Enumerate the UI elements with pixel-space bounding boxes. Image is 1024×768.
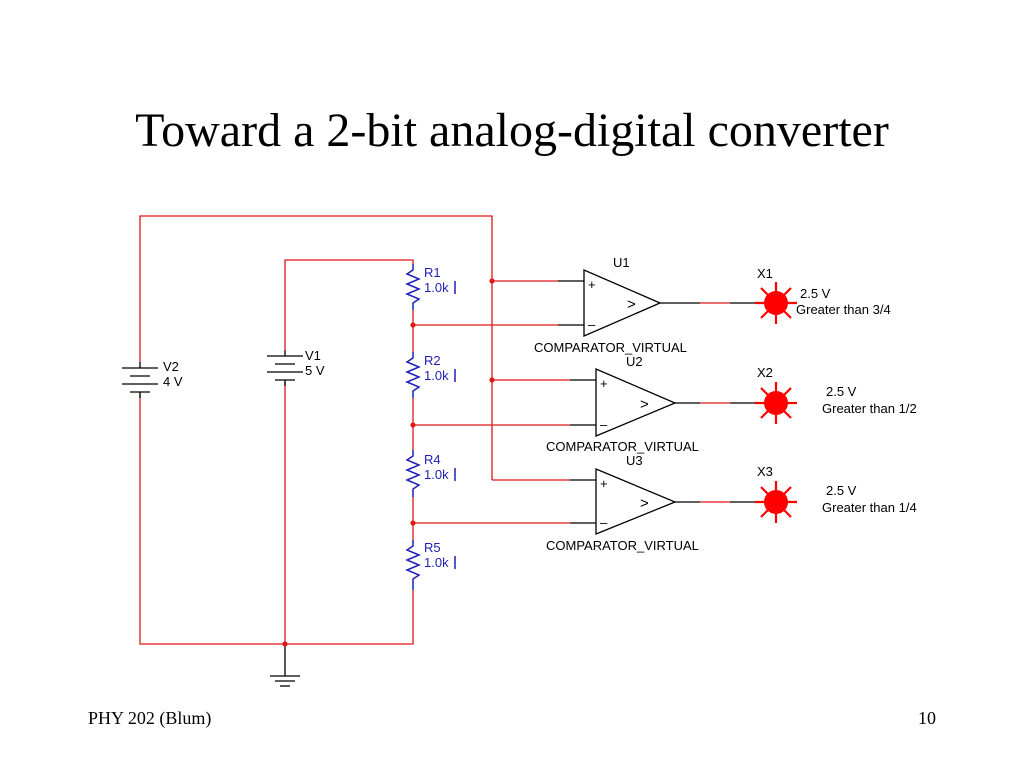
comparator-u3: U3 + – > COMPARATOR_VIRTUAL [546,453,700,553]
u1-id: U1 [613,255,630,270]
u2-symbol: > [640,396,649,413]
lamp-bulb-icon [764,291,788,315]
u1-symbol: > [627,296,636,313]
wire-v2-bottom [139,394,414,645]
footer-page-number: 10 [918,708,936,728]
u2-id: U2 [626,354,643,369]
r2-value: 1.0k [424,368,449,383]
wire-v2-top [139,215,493,480]
r4-id: R4 [424,452,441,467]
v2-id: V2 [163,359,179,374]
u3-minus-sign: – [600,515,608,530]
x2-note: Greater than 1/2 [822,401,917,416]
junction-dot [489,377,495,383]
v1-id: V1 [305,348,321,363]
junction-dot [489,278,495,284]
u1-minus-sign: – [588,317,596,332]
u1-plus-sign: + [588,277,596,292]
r1-value: 1.0k [424,280,449,295]
lamp-x3: X3 2.5 V Greater than 1/4 [730,464,917,523]
x1-id: X1 [757,266,773,281]
battery-v1: V1 5 V [267,348,325,386]
resistor-r4: R4 1.0k [405,450,456,497]
u2-part: COMPARATOR_VIRTUAL [546,439,699,454]
v1-value: 5 V [305,363,325,378]
resistor-r5: R5 1.0k [405,540,456,590]
lamp-x1: X1 2.5 V Greater than 3/4 [730,266,891,324]
v2-value: 4 V [163,374,183,389]
comparator-u2: U2 + – > COMPARATOR_VIRTUAL [546,354,700,454]
junction-dots [282,278,495,647]
resistor-r2: R2 1.0k [405,352,456,398]
x2-voltage: 2.5 V [826,384,857,399]
r5-value: 1.0k [424,555,449,570]
x1-voltage: 2.5 V [800,286,831,301]
u3-plus-sign: + [600,476,608,491]
junction-dot [410,422,416,428]
r4-value: 1.0k [424,467,449,482]
wires [139,215,730,676]
r2-id: R2 [424,353,441,368]
u1-part: COMPARATOR_VIRTUAL [534,340,687,355]
junction-dot [282,641,288,647]
u3-symbol: > [640,495,649,512]
x1-note: Greater than 3/4 [796,302,891,317]
lamp-bulb-icon [764,391,788,415]
u2-plus-sign: + [600,376,608,391]
footer-course: PHY 202 (Blum) [88,708,212,728]
u2-minus-sign: – [600,417,608,432]
lamp-bulb-icon [764,490,788,514]
junction-dot [410,520,416,526]
comparator-u1: U1 + – > COMPARATOR_VIRTUAL [534,255,700,355]
u3-part: COMPARATOR_VIRTUAL [546,538,699,553]
slide-title: Toward a 2-bit analog-digital converter [135,104,889,157]
r5-id: R5 [424,540,441,555]
ground-icon [270,675,300,687]
r1-id: R1 [424,265,441,280]
battery-v2: V2 4 V [122,359,183,398]
x2-id: X2 [757,365,773,380]
junction-dot [410,322,416,328]
x3-id: X3 [757,464,773,479]
resistor-r1: R1 1.0k [405,264,456,310]
wire-v1-top [284,259,414,350]
x3-voltage: 2.5 V [826,483,857,498]
x3-note: Greater than 1/4 [822,500,917,515]
u3-id: U3 [626,453,643,468]
lamp-x2: X2 2.5 V Greater than 1/2 [730,365,917,424]
